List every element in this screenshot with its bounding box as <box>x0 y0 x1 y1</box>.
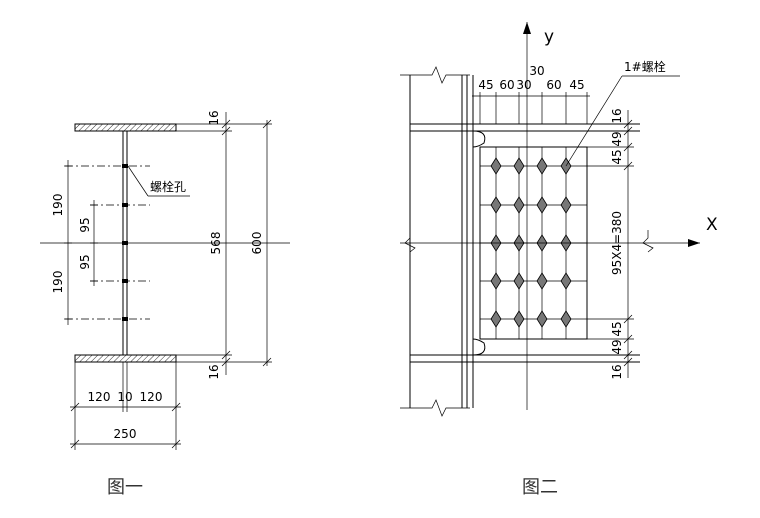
dim-right-16-bottom: 16 <box>610 364 624 379</box>
dim-right-380: 95X4=380 <box>610 211 624 275</box>
dim-top-60-left: 60 <box>499 78 514 92</box>
break-right <box>642 230 654 253</box>
fig2-top-dims <box>472 92 590 124</box>
dim-top-60-right: 60 <box>546 78 561 92</box>
scallop-bottom <box>472 338 486 356</box>
bolt-label-leader <box>565 75 623 167</box>
x-axis-arrow <box>688 239 700 247</box>
y-axis-arrow <box>523 22 531 34</box>
bolt-marker <box>513 310 525 328</box>
dim-120-left: 120 <box>88 390 111 404</box>
dim-16-bottom: 16 <box>207 364 221 379</box>
dim-190-top: 190 <box>51 194 65 217</box>
bolt-marker <box>536 272 548 290</box>
bolt-marker <box>536 157 548 175</box>
fig2-right-dims <box>587 110 634 378</box>
top-flange <box>74 123 177 132</box>
fig1-right-dims <box>176 112 272 375</box>
bolt-marker <box>536 196 548 214</box>
bolt-marker <box>490 310 502 328</box>
bolt-marker <box>560 310 572 328</box>
bolt-hole-lines <box>65 164 150 321</box>
bolt-hole-leader <box>127 165 149 197</box>
bolt-group <box>490 157 572 328</box>
bolt-hole-label: 螺栓孔 <box>150 179 186 194</box>
dim-right-49-bottom: 49 <box>610 339 624 354</box>
bottom-flange <box>74 354 177 363</box>
bolt-marker <box>560 196 572 214</box>
bolt-marker <box>513 157 525 175</box>
dim-top-45-left: 45 <box>478 78 493 92</box>
bolt-marker <box>490 272 502 290</box>
dim-190-bottom: 190 <box>51 271 65 294</box>
x-axis-label: X <box>706 215 718 235</box>
dim-120-right: 120 <box>140 390 163 404</box>
bolt-marker <box>536 310 548 328</box>
break-top <box>400 66 470 84</box>
bolt-marker <box>490 196 502 214</box>
dim-right-16-top: 16 <box>610 108 624 123</box>
dim-95-top: 95 <box>78 217 92 232</box>
scallop-top <box>472 130 486 148</box>
bolt-marker <box>560 272 572 290</box>
dim-568: 568 <box>209 232 223 255</box>
fig1-left-dims <box>64 160 98 325</box>
dim-top-30-left: 30 <box>516 78 531 92</box>
bolt-marker <box>490 157 502 175</box>
figure-two: X y 45 60 30 30 60 45 1#螺栓 <box>400 22 718 498</box>
break-bottom <box>400 399 470 417</box>
figure-one-caption: 图一 <box>107 477 143 498</box>
dim-250-total: 250 <box>114 427 137 441</box>
dim-16-top: 16 <box>207 110 221 125</box>
bolt-marker <box>513 196 525 214</box>
y-axis-label: y <box>544 27 554 47</box>
dim-right-45-bottom: 45 <box>610 321 624 336</box>
dim-95-bottom: 95 <box>78 254 92 269</box>
figure-two-caption: 图二 <box>522 477 558 498</box>
fig1-bottom-dims <box>70 362 181 450</box>
bolt-1-label: 1#螺栓 <box>624 59 666 74</box>
figure-one: 螺栓孔 190 95 95 190 <box>40 110 290 498</box>
dim-10-web: 10 <box>117 390 132 404</box>
dim-top-30-right: 30 <box>529 64 544 78</box>
break-left <box>404 230 416 253</box>
dim-right-49-top: 49 <box>610 131 624 146</box>
bolt-marker <box>513 272 525 290</box>
dim-top-45-right: 45 <box>569 78 584 92</box>
dim-right-45-top: 45 <box>610 149 624 164</box>
dim-600: 600 <box>250 232 264 255</box>
